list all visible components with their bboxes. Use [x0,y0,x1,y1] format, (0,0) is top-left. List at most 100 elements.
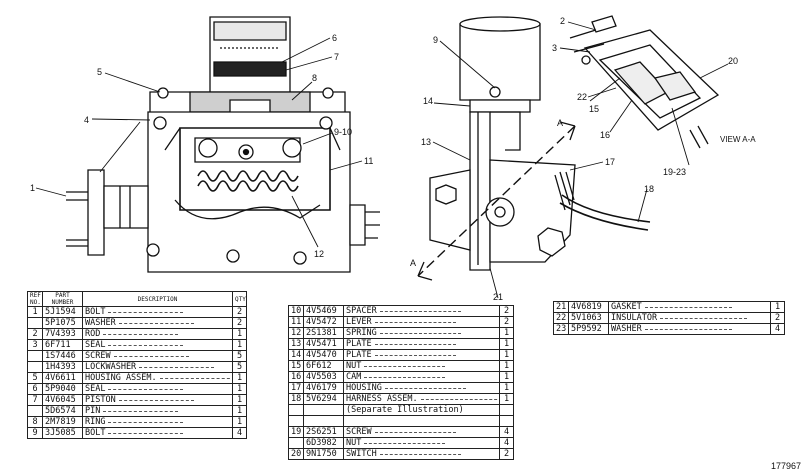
table-header-row: REF. NO. PART NUMBER DESCRIPTION QTY. [27,291,247,307]
description-cell: NUT [343,437,500,449]
part-number-cell: 1H4393 [42,361,83,373]
ref-cell: 21 [553,301,569,313]
qty-cell: 1 [499,393,514,405]
callout-20: 20 [728,56,738,66]
part-number-cell-text: 2M7819 [45,417,76,427]
part-number-cell: 5P9040 [42,383,83,395]
part-number-cell-text: 2S6251 [306,427,337,437]
part-number-cell-text: 2S1381 [306,328,337,338]
description-cell: SPRING [343,327,500,339]
part-number-cell-text: 5D6574 [45,406,76,416]
callout-11: 11 [364,156,373,166]
callout-labels: 1 2 3 4 5 6 7 8 9 9-10 11 12 13 14 15 16… [30,16,756,302]
description-cell-text: GASKET [611,302,642,312]
part-number-cell-text: 4V5469 [306,306,337,316]
description-cell-text: SEAL [85,340,106,350]
description-cell-text: WASHER [85,318,116,328]
part-number-cell [303,404,344,416]
ref-cell-text: 12 [291,328,302,338]
ref-cell [27,317,43,329]
part-number-cell: 2S1381 [303,327,344,339]
leader-lines [35,21,729,299]
description-cell-text: PLATE [346,339,372,349]
part-number-cell: 5V6294 [303,393,344,405]
callout-5: 5 [97,67,102,77]
part-number-cell: 4V6819 [568,301,609,313]
qty-cell: 4 [499,437,514,449]
part-number-cell: 4V6179 [303,382,344,394]
part-number-cell: 9N1750 [303,448,344,460]
callout-6: 6 [332,33,337,43]
qty-cell-text: 1 [503,328,510,338]
ref-cell-text: 16 [291,372,302,382]
table-row: 5D6574 PIN 1 [27,405,247,417]
description-cell: HOUSING ASSEM. [82,372,233,384]
ref-cell-text: 14 [291,350,302,360]
description-cell-text: INSULATOR [611,313,658,323]
description-cell-text: PIN [85,406,101,416]
description-cell-text: HARNESS ASSEM. [346,394,418,404]
part-number-cell-text: 5P9040 [45,384,76,394]
qty-cell: 4 [232,427,247,439]
qty-cell: 5 [232,350,247,362]
callout-16: 16 [600,130,610,140]
description-cell [343,415,500,427]
part-number-cell-text: 3J5085 [45,428,76,438]
ref-cell: 23 [553,323,569,335]
header-desc: DESCRIPTION [82,291,233,307]
ref-cell-text: 1 [32,307,38,317]
part-number-cell: 4V5469 [303,305,344,317]
description-cell: PISTON [82,394,233,406]
ref-cell: 13 [288,338,304,350]
part-number-cell-text: 5P9592 [571,324,602,334]
callout-13: 13 [421,137,431,147]
ref-cell-text: 22 [556,313,567,323]
ref-cell-text: 19 [291,427,302,437]
callout-2: 2 [560,16,565,26]
qty-cell-text: 1 [236,406,243,416]
drawing-number: 177967 [770,461,801,471]
callout-22: 22 [577,92,587,102]
callout-1: 1 [30,183,35,193]
description-cell: WASHER [82,317,233,329]
table-row: (Separate Illustration) [288,404,514,416]
description-cell: SPACER [343,305,500,317]
description-cell-text: SEAL [85,384,106,394]
callout-18: 18 [644,184,654,194]
qty-cell: 2 [770,312,785,324]
description-cell-text: ROD [85,329,101,339]
ref-cell [288,415,304,427]
part-number-cell-text: 4V6819 [571,302,602,312]
part-number-cell-text: 4V6611 [45,373,76,383]
callout-14: 14 [423,96,433,106]
qty-cell-text: 2 [236,318,243,328]
qty-cell-text: 2 [503,449,510,459]
description-cell-text: SPACER [346,306,377,316]
description-cell: NUT [343,360,500,372]
callout-4: 4 [84,115,89,125]
part-number-cell-text: 4V5472 [306,317,337,327]
part-number-cell: 5D6574 [42,405,83,417]
qty-cell: 5 [232,361,247,373]
ref-cell-text: 10 [291,306,302,316]
description-cell-text: CAM [346,372,362,382]
ref-cell: 1 [27,306,43,318]
qty-cell-text: 1 [774,302,781,312]
description-cell: SCREW [343,426,500,438]
part-number-cell-text: 4V5470 [306,350,337,360]
part-number-cell: 7V4393 [42,328,83,340]
part-number-cell-text: 1S7446 [45,351,76,361]
part-number-cell: 4V5470 [303,349,344,361]
part-number-cell-text: 4V5503 [306,372,337,382]
